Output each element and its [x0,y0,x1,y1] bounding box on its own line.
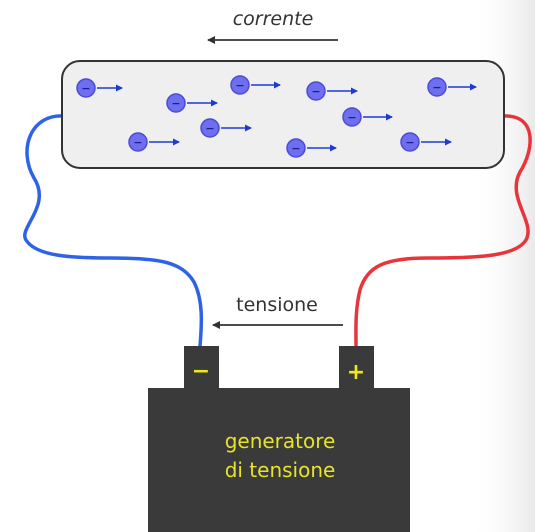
battery-body [148,388,410,532]
electrons: − − − − − − − − − − [76,75,477,158]
generator-label-line1: generatore [225,429,336,453]
electron: − [166,93,218,113]
electron: − [200,118,252,138]
svg-text:−: − [133,136,142,149]
positive-terminal [339,346,374,390]
svg-text:−: − [171,97,180,110]
electron: − [342,107,393,127]
conductor [61,60,505,169]
current-label: corrente [233,8,314,30]
voltage-label: tensione [236,294,318,316]
negative-terminal [184,346,219,390]
electron: − [306,81,358,101]
plus-sign: + [347,360,365,385]
svg-text:−: − [205,122,214,135]
svg-text:−: − [405,136,414,149]
svg-text:−: − [432,81,441,94]
electron: − [400,132,452,152]
positive-wire [354,114,532,348]
negative-wire [23,114,204,348]
electron: − [286,138,337,158]
electron: − [76,78,123,98]
electron: − [128,132,180,152]
svg-text:−: − [347,111,356,124]
svg-text:−: − [291,142,300,155]
svg-text:−: − [235,79,244,92]
svg-text:−: − [311,85,320,98]
electron: − [230,75,281,95]
svg-text:−: − [81,82,90,95]
electron: − [427,77,477,97]
minus-sign: − [192,359,210,384]
generator-label-line2: di tensione [225,458,336,482]
